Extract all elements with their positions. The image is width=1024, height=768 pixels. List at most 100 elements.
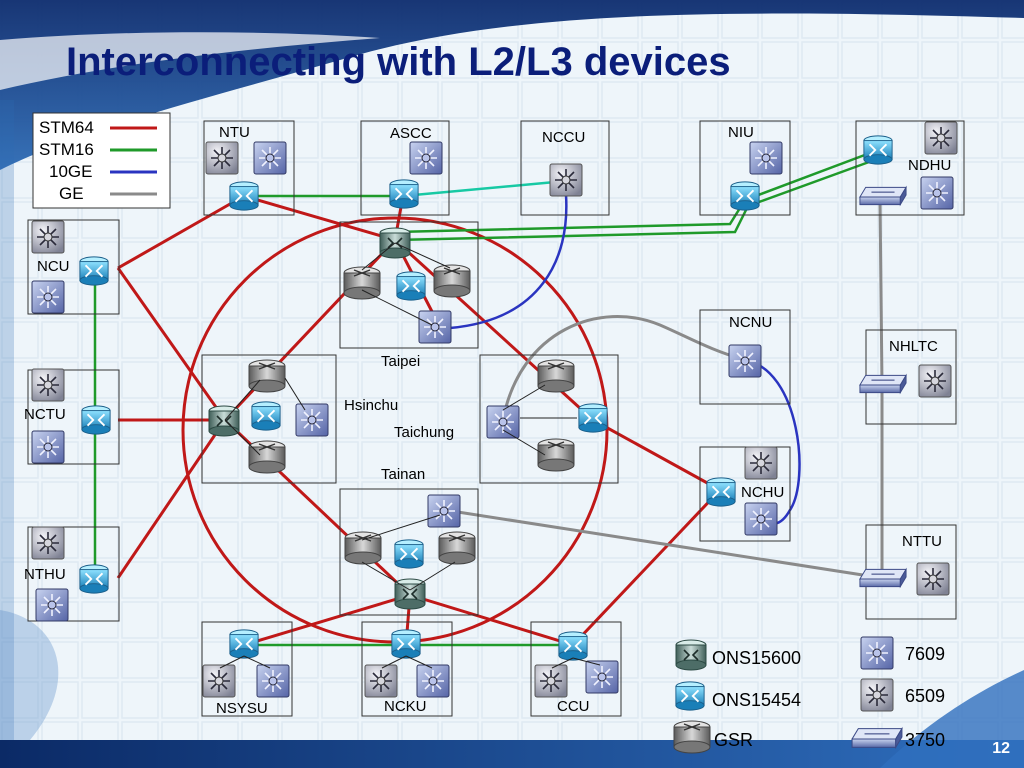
link-taichung-nchu — [592, 418, 721, 492]
hsinchu-ons15454-icon — [250, 400, 282, 432]
label-ccu: CCU — [557, 698, 590, 715]
box-ccu — [530, 621, 622, 717]
ccu-7609-router-icon — [585, 660, 619, 694]
box-taichung — [479, 354, 619, 484]
ncnu-7609-router-icon — [728, 344, 762, 378]
legend-label-7609: 7609 — [905, 644, 945, 664]
label-ncku: NCKU — [384, 698, 427, 715]
box-tainan — [339, 488, 479, 616]
legend-switch-3750-icon — [851, 728, 903, 748]
nsysu-ons15454-icon — [228, 628, 260, 660]
taichung-ons15454-icon — [577, 402, 609, 434]
ccu-ons15454-icon — [557, 630, 589, 662]
nctu-6509-switch-icon — [31, 368, 65, 402]
box-nsysu — [201, 621, 293, 717]
taichung-7609-router-icon — [486, 405, 520, 439]
nthu-7609-router-icon — [35, 588, 69, 622]
box-ascc — [360, 120, 450, 216]
niu-ons15454-icon — [729, 180, 761, 212]
taipei-gsr-1-icon — [343, 266, 381, 300]
link-ncu-ntu — [117, 194, 245, 270]
taipei-7609-router-icon — [418, 310, 452, 344]
legend-label-3750: 3750 — [905, 730, 945, 750]
slide-title: Interconnecting with L2/L3 devices — [66, 40, 731, 84]
legend-gsr-router-icon — [673, 720, 711, 754]
nhltc-3750-switch-icon — [859, 374, 907, 394]
ccu-6509-switch-icon — [534, 664, 568, 698]
label-nhltc: NHLTC — [889, 338, 938, 355]
box-ndhu — [855, 120, 965, 216]
legend-ons15454-icon — [674, 680, 706, 712]
nchu-6509-switch-icon — [744, 446, 778, 480]
top-banner-highlight — [0, 32, 380, 90]
label-nchu: NCHU — [741, 484, 784, 501]
label-tainan: Tainan — [381, 466, 425, 483]
nttu-6509-switch-icon — [916, 562, 950, 596]
label-nsysu: NSYSU — [216, 700, 268, 717]
link-taipei-ndhu-1 — [394, 148, 879, 234]
link-tainan-ccu — [409, 593, 574, 647]
legend-switch-6509-icon — [860, 678, 894, 712]
label-taipei: Taipei — [381, 353, 420, 370]
label-nctu: NCTU — [24, 406, 66, 423]
label-hsinchu: Hsinchu — [344, 397, 398, 414]
label-ntu: NTU — [219, 124, 250, 141]
legend-router-7609-icon — [860, 636, 894, 670]
legend-ons15600-icon — [675, 639, 707, 671]
label-ndhu: NDHU — [908, 157, 951, 174]
hsinchu-gsr-2-icon — [248, 440, 286, 474]
link-nccu-taipei — [449, 194, 568, 330]
legend-label-ons15454: ONS15454 — [712, 690, 801, 710]
box-hsinchu — [201, 354, 337, 484]
taipei-gsr-2-icon — [433, 264, 471, 298]
legend-label-gsr: GSR — [714, 730, 753, 750]
label-ncu: NCU — [37, 258, 70, 275]
legend-label-ge: GE — [59, 184, 84, 203]
ncu-7609-router-icon — [31, 280, 65, 314]
nthu-6509-switch-icon — [31, 526, 65, 560]
box-nccu — [520, 120, 610, 216]
box-ncnu — [699, 309, 791, 405]
ntu-7609-router-icon — [253, 141, 287, 175]
site-boxes — [27, 120, 965, 717]
box-taipei — [339, 221, 479, 349]
ntu-ons15454-icon — [228, 180, 260, 212]
tainan-ons15454-icon — [393, 538, 425, 570]
label-nttu: NTTU — [902, 533, 942, 550]
link-taichung-ncnu — [501, 315, 746, 421]
link-taipei-ndhu-2 — [394, 156, 881, 242]
link-tainan-nttu — [444, 508, 883, 580]
nchu-7609-router-icon — [744, 502, 778, 536]
box-nthu — [27, 526, 120, 622]
label-niu: NIU — [728, 124, 754, 141]
legend-label-10ge: 10GE — [49, 162, 92, 181]
link-ccu-nchu — [571, 488, 722, 647]
ncku-ons15454-icon — [390, 628, 422, 660]
link-tainan-nsysu — [243, 593, 411, 647]
hsinchu-gsr-1-icon — [248, 359, 286, 393]
nccu-6509-switch-icon — [549, 163, 583, 197]
tainan-7609-router-icon — [427, 494, 461, 528]
legend-label-stm16: STM16 — [39, 140, 94, 159]
nthu-ons15454-icon — [78, 563, 110, 595]
tainan-gsr-2-icon — [438, 531, 476, 565]
left-edge-band — [0, 100, 14, 740]
nsysu-6509-switch-icon — [202, 664, 236, 698]
link-ntu-taipei — [243, 194, 396, 242]
bottom-banner — [0, 740, 1024, 768]
niu-7609-router-icon — [749, 141, 783, 175]
legend-label-6509: 6509 — [905, 686, 945, 706]
box-nctu — [27, 369, 120, 465]
link-ncu-hsinchu — [116, 267, 227, 421]
nsysu-7609-router-icon — [256, 664, 290, 698]
label-ascc: ASCC — [390, 125, 432, 142]
link-ascc-nccu — [402, 179, 567, 198]
hsinchu-7609-router-icon — [295, 403, 329, 437]
taipei-ons15454-icon — [395, 270, 427, 302]
bottom-right-swoosh — [880, 670, 1024, 768]
taichung-gsr-1-icon — [537, 359, 575, 393]
ascc-7609-router-icon — [409, 141, 443, 175]
